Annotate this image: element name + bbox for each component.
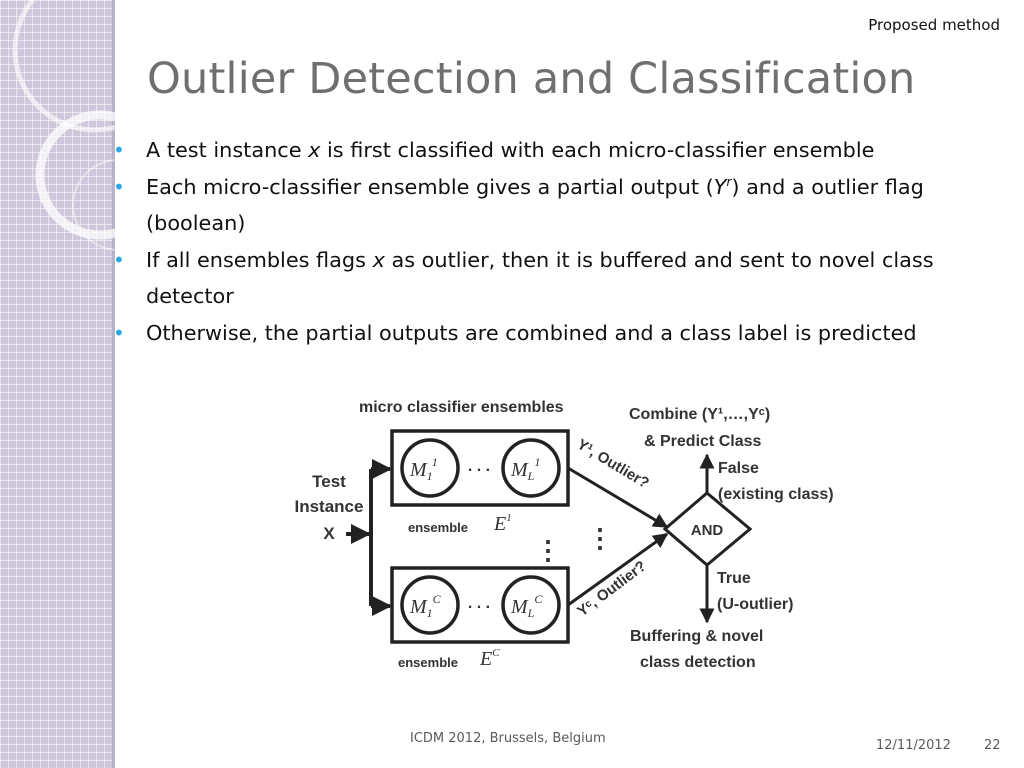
arrow-ensemble-c-to-and: [567, 532, 669, 607]
svg-text:M11: M11: [409, 455, 438, 483]
bullet-list: A test instance x is first classified wi…: [113, 132, 1018, 351]
page-number: 22: [984, 738, 1001, 753]
svg-text:MLC: MLC: [510, 592, 543, 620]
slide-title: Outlier Detection and Classification: [147, 54, 916, 104]
classifier-ml-c: [501, 575, 561, 635]
ensembles-label: micro classifier ensembles: [359, 399, 564, 416]
sidebar-divider: [112, 0, 115, 768]
classifier-ml-1: [501, 438, 561, 498]
svg-text:M1C: M1C: [409, 592, 442, 620]
input-label-3: X: [323, 524, 335, 543]
svg-text:EC: EC: [479, 647, 500, 670]
ellipsis: . . .: [468, 458, 490, 475]
section-label: Proposed method: [868, 16, 1000, 34]
combine-label-1: Combine (Y¹,…,Yᶜ): [629, 406, 770, 423]
footer-venue: ICDM 2012, Brussels, Belgium: [410, 731, 606, 746]
svg-text:ML1: ML1: [510, 455, 540, 483]
input-label-2: Instance: [295, 497, 364, 516]
vertical-dots-right: ⋮: [587, 523, 613, 553]
input-label-1: Test: [312, 472, 346, 491]
arrow-1-label: Y¹, Outlier?: [574, 436, 652, 492]
buffering-label-2: class detection: [640, 654, 756, 671]
classifier-m1-1: [400, 438, 460, 498]
arrow-ensemble-1-to-and: [567, 466, 669, 529]
ellipsis: . . .: [468, 595, 490, 612]
ensemble-c-label: ensemble: [398, 655, 458, 670]
arrow-c-label: Yᶜ, Outlier?: [574, 558, 649, 621]
vertical-dots-left: ⋮: [535, 535, 561, 565]
false-label-1: False: [718, 460, 759, 477]
true-label-2: (U-outlier): [717, 596, 793, 613]
svg-text:E1: E1: [493, 512, 512, 535]
and-label: AND: [691, 522, 724, 539]
buffering-label-1: Buffering & novel: [630, 628, 763, 645]
bullet-item: Otherwise, the partial outputs are combi…: [113, 315, 1018, 352]
bullet-item: A test instance x is first classified wi…: [113, 132, 1018, 169]
footer-date: 12/11/2012: [876, 738, 951, 753]
combine-label-2: & Predict Class: [644, 433, 761, 450]
true-label-1: True: [717, 570, 751, 587]
false-label-2: (existing class): [718, 486, 834, 503]
ensemble-diagram: micro classifier ensembles Test Instance…: [295, 399, 834, 671]
bullet-item: Each micro-classifier ensemble gives a p…: [113, 169, 1018, 242]
bullet-item: If all ensembles flags x as outlier, the…: [113, 242, 1018, 315]
ensemble-1-label: ensemble: [408, 520, 468, 535]
classifier-m1-c: [400, 575, 460, 635]
